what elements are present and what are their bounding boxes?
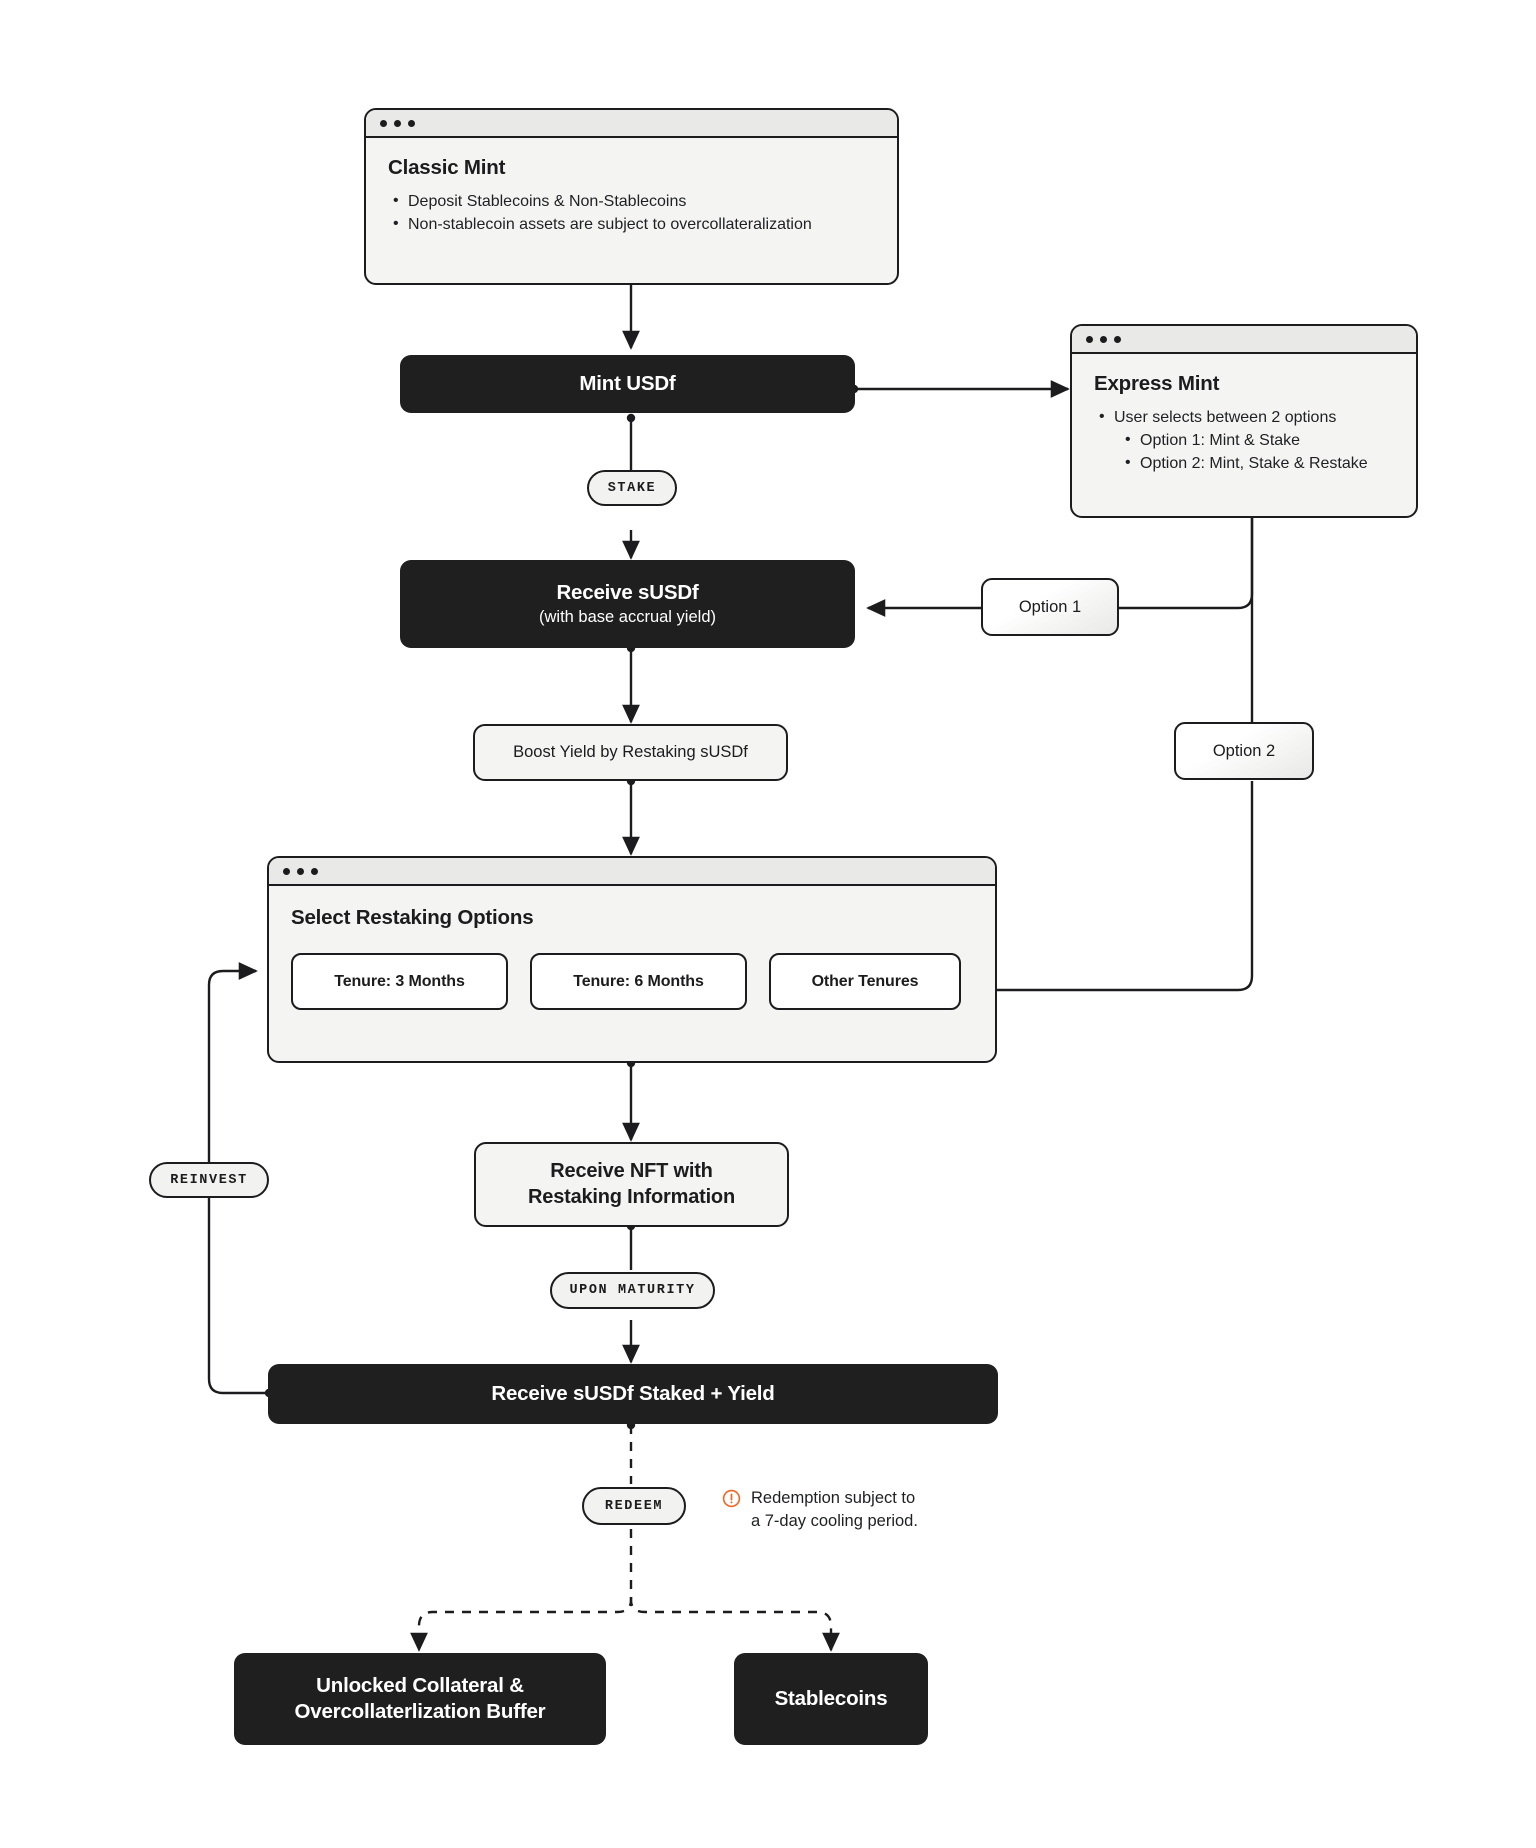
panel-body: Classic Mint Deposit Stablecoins & Non-S… — [366, 138, 897, 253]
reinvest-pill[interactable]: REINVEST — [149, 1162, 269, 1198]
window-dot-icon — [311, 867, 318, 875]
window-titlebar — [269, 858, 995, 886]
tenure-6-months-label: Tenure: 6 Months — [573, 972, 704, 990]
mint-usdf-node[interactable]: Mint USDf — [400, 355, 855, 413]
receive-susdf-label: Receive sUSDf — [556, 581, 699, 604]
tenure-6-months-button[interactable]: Tenure: 6 Months — [530, 953, 747, 1010]
other-tenures-button[interactable]: Other Tenures — [769, 953, 961, 1010]
window-dot-icon — [408, 119, 415, 127]
classic-mint-panel[interactable]: Classic Mint Deposit Stablecoins & Non-S… — [364, 108, 899, 285]
window-dot-icon — [1086, 335, 1093, 343]
option-1-label: Option 1 — [1018, 597, 1082, 616]
option-2-label: Option 2 — [1212, 741, 1276, 760]
receive-nft-line1: Receive NFT with — [550, 1159, 713, 1182]
reinvest-pill-label: REINVEST — [170, 1172, 248, 1188]
boost-yield-label: Boost Yield by Restaking sUSDf — [513, 742, 748, 761]
option-2-chip[interactable]: Option 2 — [1174, 722, 1314, 780]
mint-usdf-label: Mint USDf — [579, 372, 676, 395]
receive-staked-yield-label: Receive sUSDf Staked + Yield — [491, 1382, 775, 1405]
stake-pill-label: STAKE — [607, 480, 657, 496]
tenure-3-months-button[interactable]: Tenure: 3 Months — [291, 953, 508, 1010]
panel-body: Express Mint User selects between 2 opti… — [1072, 354, 1416, 492]
redeem-pill[interactable]: REDEEM — [582, 1487, 686, 1525]
stablecoins-label: Stablecoins — [774, 1687, 888, 1710]
receive-nft-line2: Restaking Information — [528, 1185, 735, 1208]
select-restaking-panel[interactable]: Select Restaking Options Tenure: 3 Month… — [267, 856, 997, 1063]
tenure-button-row: Tenure: 3 Months Tenure: 6 Months Other … — [291, 953, 973, 1010]
bullet-item: Deposit Stablecoins & Non-Stablecoins — [388, 190, 875, 214]
stake-pill[interactable]: STAKE — [587, 470, 677, 506]
upon-maturity-pill-label: UPON MATURITY — [569, 1283, 696, 1298]
express-mint-panel[interactable]: Express Mint User selects between 2 opti… — [1070, 324, 1418, 518]
window-dot-icon — [297, 867, 304, 875]
classic-mint-bullets: Deposit Stablecoins & Non-Stablecoins No… — [388, 190, 875, 237]
bullet-item-sub: Option 2: Mint, Stake & Restake — [1094, 452, 1394, 476]
warning-circle-icon — [722, 1489, 741, 1515]
bullet-item-sub: Option 1: Mint & Stake — [1094, 429, 1394, 453]
receive-susdf-sublabel: (with base accrual yield) — [539, 608, 716, 626]
receive-staked-yield-node[interactable]: Receive sUSDf Staked + Yield — [268, 1364, 998, 1424]
express-mint-title: Express Mint — [1094, 372, 1220, 395]
select-restaking-title: Select Restaking Options — [291, 906, 534, 929]
redemption-note: Redemption subject to a 7-day cooling pe… — [722, 1487, 982, 1533]
window-dot-icon — [1100, 335, 1107, 343]
unlocked-collateral-node[interactable]: Unlocked Collateral & Overcollaterlizati… — [234, 1653, 606, 1745]
window-titlebar — [366, 110, 897, 138]
tenure-3-months-label: Tenure: 3 Months — [334, 972, 465, 990]
classic-mint-title: Classic Mint — [388, 156, 506, 179]
boost-yield-node[interactable]: Boost Yield by Restaking sUSDf — [473, 724, 788, 781]
window-titlebar — [1072, 326, 1416, 354]
upon-maturity-pill[interactable]: UPON MATURITY — [550, 1272, 715, 1309]
receive-nft-node[interactable]: Receive NFT with Restaking Information — [474, 1142, 789, 1227]
receive-susdf-node[interactable]: Receive sUSDf (with base accrual yield) — [400, 560, 855, 648]
option-1-chip[interactable]: Option 1 — [981, 578, 1119, 636]
redeem-pill-label: REDEEM — [604, 1498, 664, 1514]
window-dot-icon — [394, 119, 401, 127]
other-tenures-label: Other Tenures — [811, 972, 919, 990]
redemption-note-text: Redemption subject to a 7-day cooling pe… — [751, 1489, 918, 1531]
express-mint-bullets: User selects between 2 options Option 1:… — [1094, 406, 1394, 476]
bullet-item: User selects between 2 options — [1094, 406, 1394, 430]
panel-body: Select Restaking Options Tenure: 3 Month… — [269, 886, 995, 1010]
window-dot-icon — [283, 867, 290, 875]
bullet-item: Non-stablecoin assets are subject to ove… — [388, 213, 875, 237]
window-dot-icon — [380, 119, 387, 127]
window-dot-icon — [1114, 335, 1121, 343]
unlocked-collateral-line2: Overcollaterlization Buffer — [294, 1700, 546, 1723]
unlocked-collateral-line1: Unlocked Collateral & — [316, 1674, 524, 1697]
stablecoins-node[interactable]: Stablecoins — [734, 1653, 928, 1745]
